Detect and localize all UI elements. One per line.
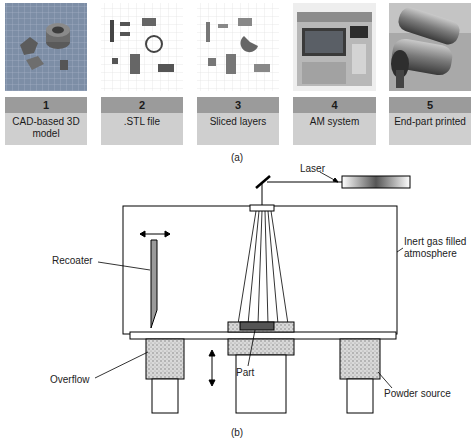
- step-label: .STL file: [101, 113, 183, 131]
- process-step-box: 3Sliced layers: [197, 97, 279, 145]
- panel-label: (b): [222, 427, 252, 439]
- sliced-image: [197, 3, 279, 91]
- process-step-box: 1CAD-based 3D model: [5, 97, 87, 145]
- step-label: AM system: [293, 113, 376, 131]
- step-number: 4: [293, 97, 376, 113]
- part-label: Part: [236, 367, 266, 379]
- process-step-box: 4AM system: [293, 97, 376, 145]
- part-label: Inert gas filled atmosphere: [404, 236, 474, 260]
- step-label: Sliced layers: [197, 113, 279, 131]
- step-number: 1: [5, 97, 87, 113]
- part-label: Laser: [300, 163, 340, 175]
- step-label: CAD-based 3D model: [5, 113, 87, 143]
- process-step-box: 5End-part printed: [389, 97, 471, 145]
- slm-machine: [95, 172, 410, 413]
- part-label: Powder source: [384, 388, 472, 400]
- step-number: 2: [101, 97, 183, 113]
- part-photo: [389, 3, 471, 91]
- step-number: 3: [197, 97, 279, 113]
- cad-image: [5, 3, 87, 91]
- part-label: Recoater: [52, 255, 102, 267]
- panel-label: (a): [222, 152, 252, 164]
- step-number: 5: [389, 97, 471, 113]
- machine-image: [293, 3, 376, 91]
- part-label: Overflow: [50, 374, 100, 386]
- process-step-box: 2.STL file: [101, 97, 183, 145]
- stl-image: [101, 3, 183, 91]
- step-label: End-part printed: [389, 113, 471, 131]
